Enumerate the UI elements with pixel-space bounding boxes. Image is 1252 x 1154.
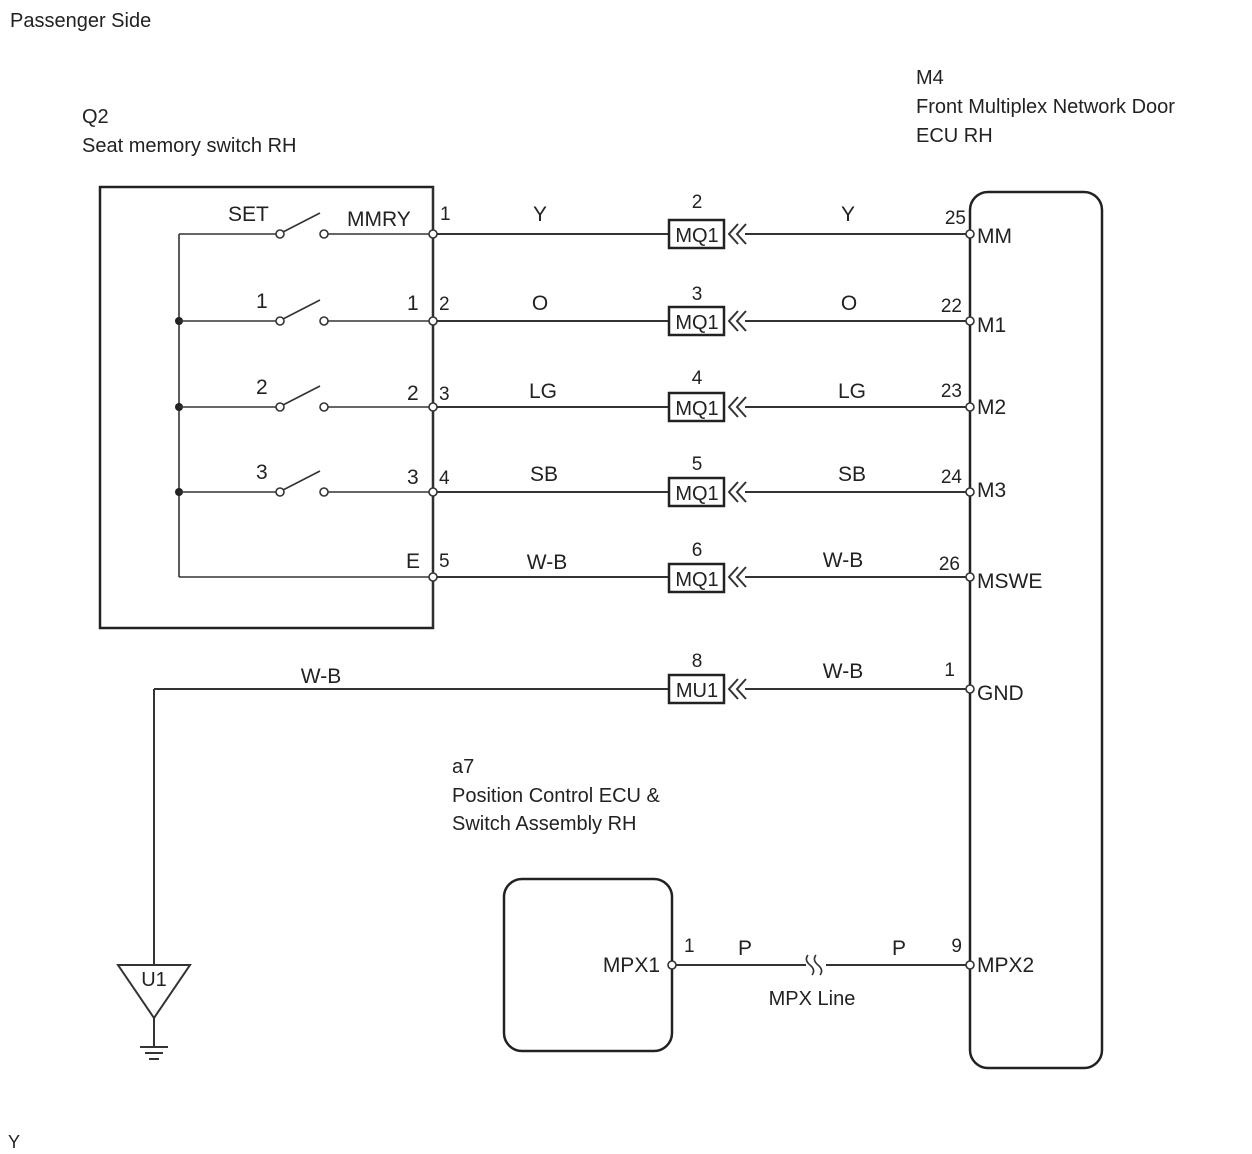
switch-right-label-2: 2 [407,382,419,405]
m4-terminal-label: M2 [977,396,1006,419]
wire-color-right: SB [838,463,866,486]
connector-label: MQ1 [675,483,718,505]
q2-pin: 3 [439,384,450,405]
a7-terminal-label: MPX1 [603,954,660,977]
q2-pin: 1 [440,204,451,225]
wire-row-m3: 4 SB 5 MQ1 SB 24 M3 [428,454,1006,508]
m4-pin: 22 [941,296,962,317]
connector-label: MU1 [676,680,718,702]
a7-code: a7 [452,756,474,778]
wire-color-left: Y [533,203,547,226]
mpx-line-label: MPX Line [769,988,856,1010]
wire-color-left: LG [529,380,557,403]
switch-row-set: SET MMRY [179,203,433,239]
a7-name-line2: Switch Assembly RH [452,813,637,835]
a7-name-line1: Position Control ECU & [452,785,661,807]
connector-label: MQ1 [675,225,718,247]
connector-pin: 6 [692,540,703,561]
wire-color-left: SB [530,463,558,486]
wire-row-gnd: W-B 8 MU1 W-B 1 GND [153,651,1024,965]
switch-rows: SET MMRY 1 1 2 2 [175,203,433,578]
wire-color-left: W-B [301,665,341,688]
m4-terminal-label: MPX2 [977,954,1034,977]
m4-ecu-box [968,190,1104,1070]
q2-code: Q2 [82,106,109,128]
wire-row-m2: 3 LG 4 MQ1 LG 23 M2 [428,368,1006,423]
mpx-break-icon [805,954,823,976]
m4-pin: 23 [941,381,962,402]
wire-row-mm: 1 Y 2 MQ1 Y 25 MM [428,192,1012,250]
connector-pin: 3 [692,284,703,305]
wire-color-left: W-B [527,551,567,574]
switch-right-label-1: 1 [407,292,419,315]
switch-right-label-set: MMRY [347,208,411,231]
m4-pin: 26 [939,554,960,575]
connector-pin: 4 [692,368,703,389]
connector-label: MQ1 [675,398,718,420]
wire-color-right: W-B [823,660,863,683]
connector-pin: 2 [692,192,703,213]
mpx-wire-right: P [892,937,906,960]
connector-box [667,305,726,337]
m4-terminal-label: GND [977,682,1024,705]
mpx-line: MPX1 1 P P 9 MPX2 MPX Line [603,936,1034,1010]
switch-row-2: 2 2 [175,376,433,412]
switch-right-label-3: 3 [407,466,419,489]
m4-name-line1: Front Multiplex Network Door [916,96,1175,118]
connector-label: MQ1 [675,569,718,591]
m4-code: M4 [916,67,944,89]
wire-row-m1: 2 O 3 MQ1 O 22 M1 [428,284,1006,337]
connector-box [667,562,726,594]
switch-label-2: 2 [256,376,268,399]
m4-terminal-label: MSWE [977,570,1042,593]
q2-pin: 2 [439,294,450,315]
a7-pin: 1 [684,936,695,957]
m4-pin: 1 [944,660,955,681]
m4-pin: 25 [945,208,966,229]
connector-box [667,476,726,508]
page-title: Passenger Side [10,10,151,32]
wire-row-mswe: 5 W-B 6 MQ1 W-B 26 MSWE [428,540,1042,594]
q2-pin: 5 [439,551,450,572]
switch-row-1: 1 1 [175,290,433,326]
mpx-wire-left: P [738,937,752,960]
wire-color-right: LG [838,380,866,403]
ground-point-u1: U1 [116,964,192,1060]
wire-color-right: Y [841,203,855,226]
switch-row-e: E [179,550,433,578]
m4-pin: 9 [951,936,962,957]
ground-point-label: U1 [141,969,167,991]
connector-pin: 8 [692,651,703,672]
wire-color-right: O [841,292,857,315]
footer-code: Y [8,1132,20,1152]
connector-box [667,391,726,423]
m4-terminal-label: M3 [977,479,1006,502]
wire-rows: 1 Y 2 MQ1 Y 25 MM 2 O 3 MQ1 O 22 M1 [153,192,1042,965]
m4-name-line2: ECU RH [916,125,993,147]
switch-row-3: 3 3 [175,461,433,497]
wire-color-right: W-B [823,549,863,572]
m4-terminal-label: M1 [977,314,1006,337]
switch-label-1: 1 [256,290,268,313]
connector-box [667,218,726,250]
connector-box [667,673,726,705]
switch-label-set: SET [228,203,269,226]
q2-name: Seat memory switch RH [82,135,297,157]
switch-label-3: 3 [256,461,268,484]
q2-pin: 4 [439,468,450,489]
m4-terminal-label: MM [977,225,1012,248]
switch-right-label-e: E [406,550,420,573]
m4-pin: 24 [941,467,963,488]
wire-color-left: O [532,292,548,315]
connector-label: MQ1 [675,312,718,334]
connector-pin: 5 [692,454,703,475]
